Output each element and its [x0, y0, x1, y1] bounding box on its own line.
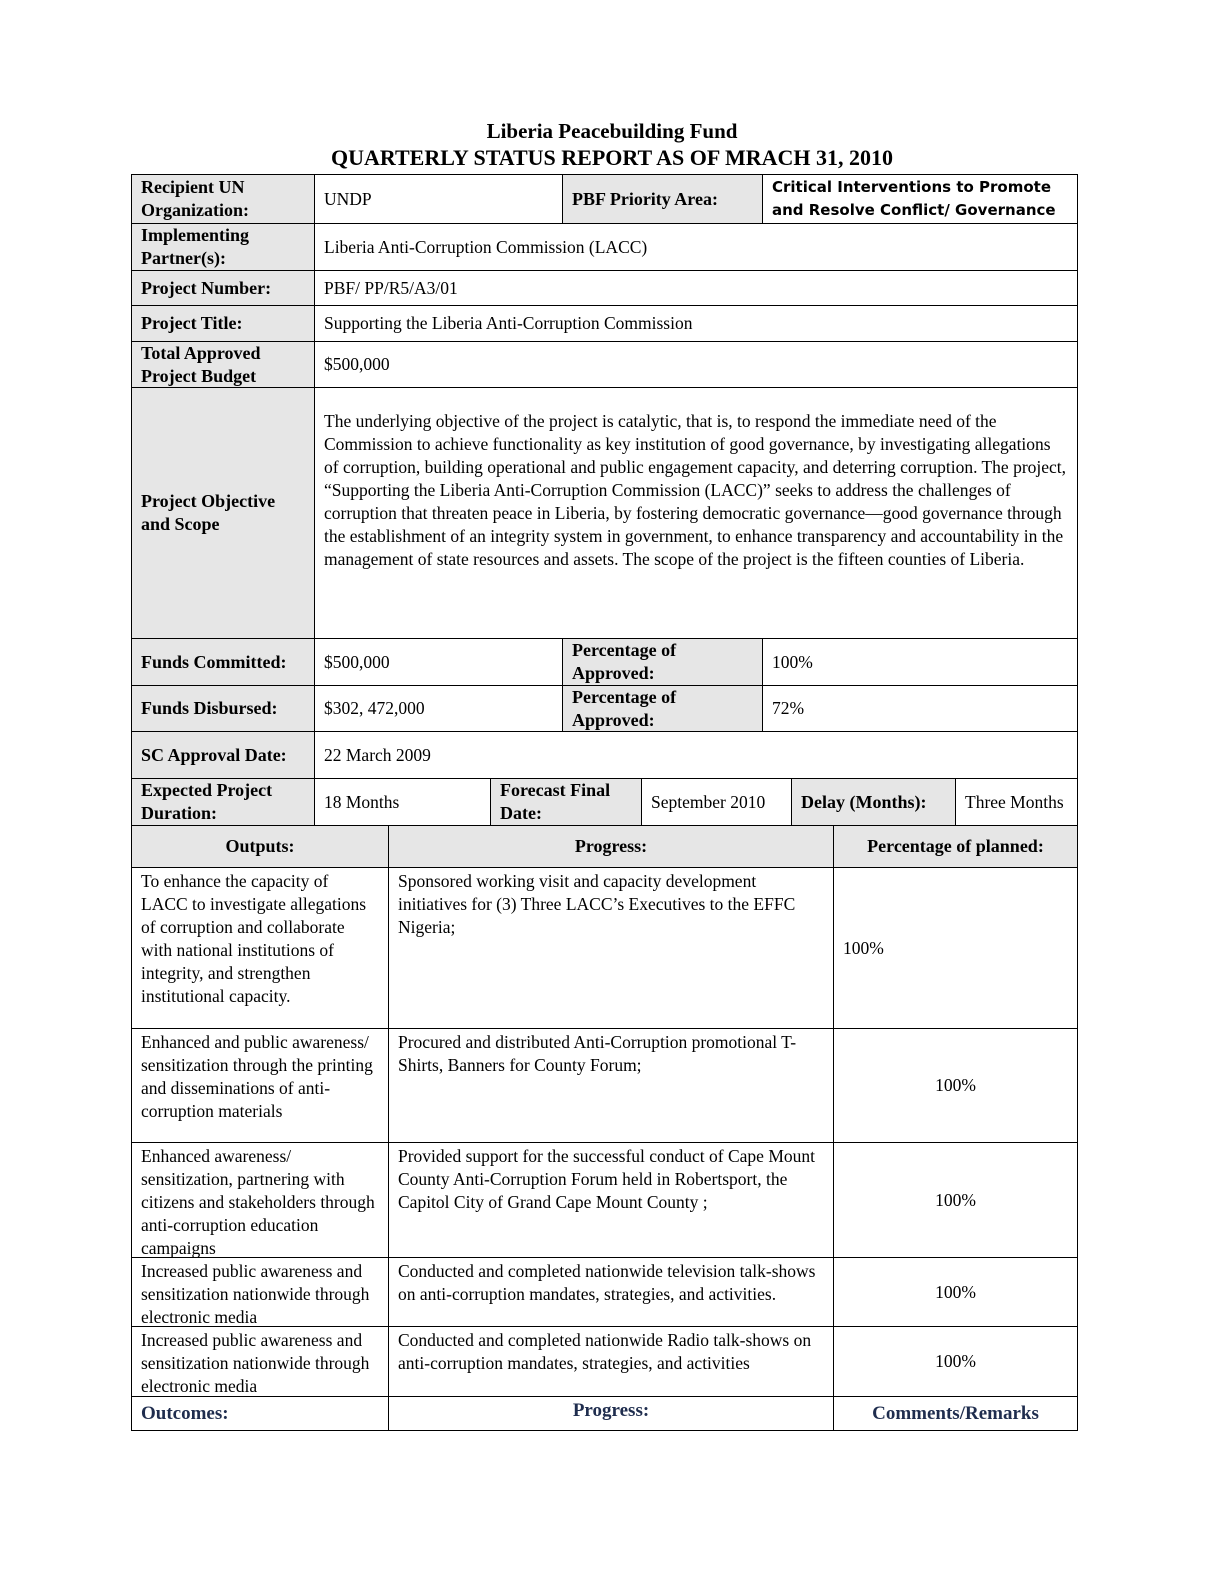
output-cell: Enhanced awareness/ sensitization, partn…: [131, 1142, 389, 1258]
recipient-label: Recipient UN Organization:: [131, 174, 315, 224]
funds-committed-value: $500,000: [314, 638, 563, 686]
budget-value: $500,000: [314, 341, 1078, 388]
recipient-value: UNDP: [314, 174, 563, 224]
funds-disbursed-value: $302, 472,000: [314, 685, 563, 732]
percentage-cell: 100%: [833, 1142, 1078, 1258]
partner-label: Implementing Partner(s):: [131, 223, 315, 271]
disbursed-pct-value: 72%: [762, 685, 1078, 732]
funds-committed-label: Funds Committed:: [131, 638, 315, 686]
percentage-cell: 100%: [833, 1257, 1078, 1327]
objective-label: Project Objective and Scope: [131, 387, 315, 639]
duration-label: Expected Project Duration:: [131, 778, 315, 826]
disbursed-pct-label: Percentage of Approved:: [562, 685, 763, 732]
partner-value: Liberia Anti-Corruption Commission (LACC…: [314, 223, 1078, 271]
objective-value: The underlying objective of the project …: [314, 387, 1078, 639]
funds-disbursed-label: Funds Disbursed:: [131, 685, 315, 732]
outcomes-header: Outcomes:: [131, 1396, 389, 1431]
committed-pct-label: Percentage of Approved:: [562, 638, 763, 686]
comments-remarks-header: Comments/Remarks: [833, 1396, 1078, 1431]
project-title-label: Project Title:: [131, 305, 315, 342]
project-number-label: Project Number:: [131, 270, 315, 306]
outputs-header: Outputs:: [131, 825, 389, 868]
budget-label: Total Approved Project Budget: [131, 341, 315, 388]
progress-cell: Procured and distributed Anti-Corruption…: [388, 1028, 834, 1143]
priority-value: Critical Interventions to Promote and Re…: [762, 174, 1078, 224]
delay-label: Delay (Months):: [791, 778, 956, 826]
forecast-label: Forecast Final Date:: [490, 778, 642, 826]
output-cell: Increased public awareness and sensitiza…: [131, 1326, 389, 1397]
sc-approval-value: 22 March 2009: [314, 731, 1078, 779]
project-title-value: Supporting the Liberia Anti-Corruption C…: [314, 305, 1078, 342]
progress-cell: Sponsored working visit and capacity dev…: [388, 867, 834, 1029]
fund-title: Liberia Peacebuilding Fund: [486, 119, 738, 143]
report-title: QUARTERLY STATUS REPORT AS OF MRACH 31, …: [331, 145, 893, 170]
priority-label: PBF Priority Area:: [562, 174, 763, 224]
progress-cell: Conducted and completed nationwide telev…: [388, 1257, 834, 1327]
project-number-value: PBF/ PP/R5/A3/01: [314, 270, 1078, 306]
progress-header: Progress:: [388, 825, 834, 868]
percentage-header: Percentage of planned:: [833, 825, 1078, 868]
output-cell: Increased public awareness and sensitiza…: [131, 1257, 389, 1327]
percentage-cell: 100%: [833, 867, 1078, 1029]
percentage-cell: 100%: [833, 1326, 1078, 1397]
progress-cell: Provided support for the successful cond…: [388, 1142, 834, 1258]
delay-value: Three Months: [955, 778, 1078, 826]
progress-cell: Conducted and completed nationwide Radio…: [388, 1326, 834, 1397]
outcomes-progress-header: Progress:: [388, 1396, 834, 1431]
percentage-cell: 100%: [833, 1028, 1078, 1143]
committed-pct-value: 100%: [762, 638, 1078, 686]
duration-value: 18 Months: [314, 778, 491, 826]
sc-approval-label: SC Approval Date:: [131, 731, 315, 779]
forecast-value: September 2010: [641, 778, 792, 826]
output-cell: To enhance the capacity of LACC to inves…: [131, 867, 389, 1029]
output-cell: Enhanced and public awareness/ sensitiza…: [131, 1028, 389, 1143]
